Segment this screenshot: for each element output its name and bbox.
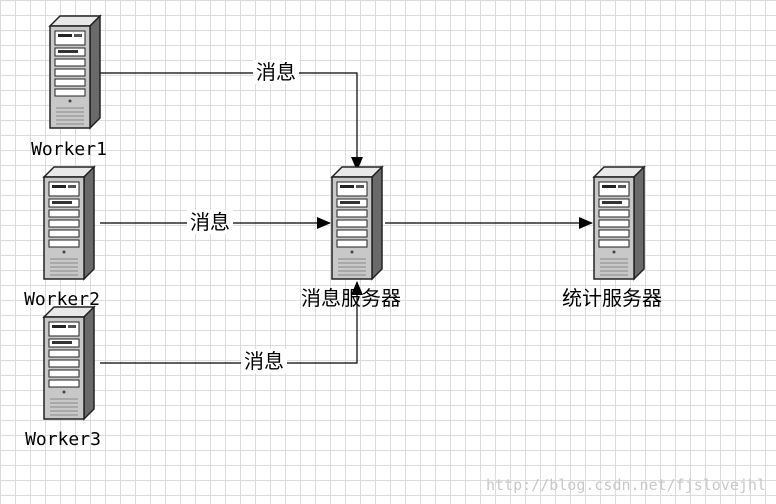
node-label-worker2: Worker2 <box>24 289 100 310</box>
node-worker3[interactable]: Worker3 <box>25 306 101 450</box>
watermark-text: http://blog.csdn.net/fjslovejhl <box>486 476 766 494</box>
node-worker2[interactable]: Worker2 <box>24 166 100 310</box>
server-icon <box>43 306 95 420</box>
node-message-server[interactable]: 消息服务器 <box>301 166 401 310</box>
node-label-stats-server: 统计服务器 <box>562 286 662 310</box>
server-icon <box>331 166 383 280</box>
edge-worker2-to-message-server: 消息 <box>100 210 331 234</box>
server-icon <box>43 166 95 280</box>
edge-worker3-to-message-server: 消息 <box>100 281 363 373</box>
edge-label-worker3: 消息 <box>244 349 284 373</box>
node-label-worker3: Worker3 <box>25 429 101 450</box>
node-stats-server[interactable]: 统计服务器 <box>562 166 662 310</box>
server-icon <box>593 166 645 280</box>
node-label-worker1: Worker1 <box>31 139 107 160</box>
node-worker1[interactable]: Worker1 <box>31 15 107 160</box>
edge-label-worker1: 消息 <box>256 60 296 84</box>
edge-worker1-to-message-server: 消息 <box>100 60 363 171</box>
node-label-message-server: 消息服务器 <box>301 286 401 310</box>
server-icon <box>49 15 101 129</box>
edge-label-worker2: 消息 <box>190 210 230 234</box>
